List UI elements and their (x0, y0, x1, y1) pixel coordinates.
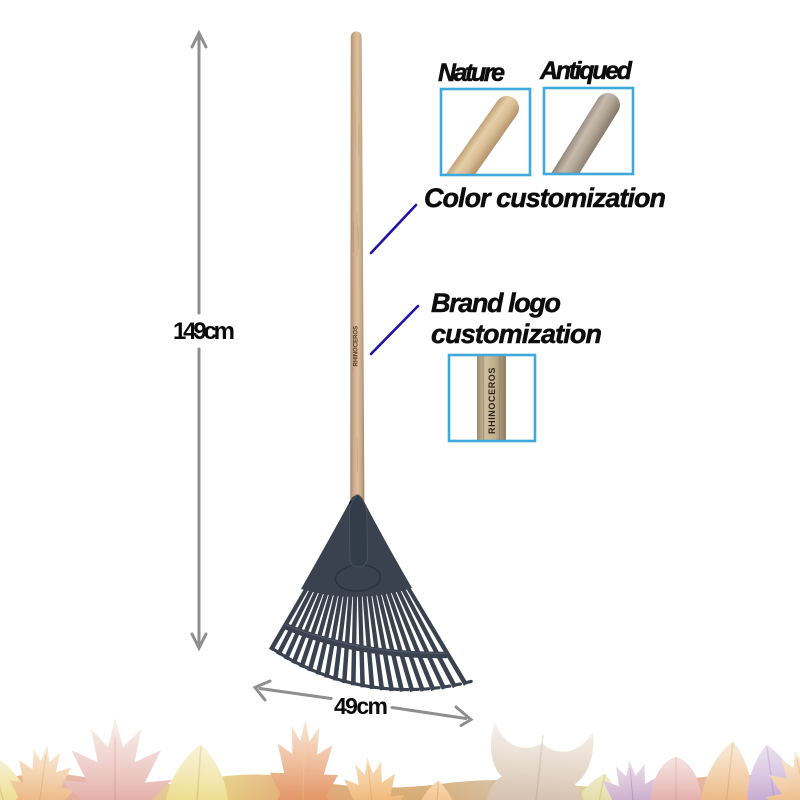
svg-text:Nature: Nature (438, 59, 505, 87)
svg-text:49cm: 49cm (334, 693, 388, 719)
svg-text:RHINOCEROS: RHINOCEROS (487, 367, 497, 434)
svg-text:Antiqued: Antiqued (539, 57, 633, 85)
svg-text:Color customization: Color customization (424, 183, 666, 213)
svg-text:Brand logo: Brand logo (431, 288, 561, 318)
svg-text:RHINOCEROS: RHINOCEROS (353, 326, 359, 367)
svg-text:149cm: 149cm (173, 318, 235, 345)
svg-text:customization: customization (431, 319, 602, 349)
